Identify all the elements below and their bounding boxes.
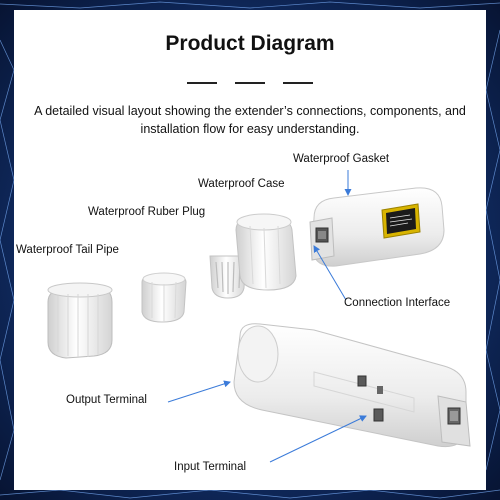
divider-dash [283, 82, 313, 84]
page-title: Product Diagram [165, 32, 335, 55]
gasket-unit-part [309, 187, 445, 267]
label-output-terminal: Output Terminal [66, 394, 147, 406]
label-input-terminal: Input Terminal [174, 461, 247, 473]
label-waterproof-gasket: Waterproof Gasket [293, 153, 390, 165]
waterproof-case-part [209, 213, 297, 299]
page-subtitle: A detailed visual layout showing the ext… [34, 104, 466, 136]
label-waterproof-rubber-plug: Waterproof Ruber Plug [88, 206, 206, 218]
divider-dash [187, 82, 217, 84]
gasket-label-plate [381, 203, 421, 239]
label-waterproof-case: Waterproof Case [198, 178, 285, 190]
pointer-arrows [167, 170, 367, 463]
input-terminal-arrow [269, 415, 367, 463]
title-divider [14, 82, 486, 84]
extender-body-part [233, 323, 471, 448]
diagram-card: Product Diagram A detailed visual layout… [14, 10, 486, 490]
label-connection-interface: Connection Interface [344, 297, 451, 309]
divider-dash [235, 82, 265, 84]
connection-interface-arrow [313, 245, 347, 301]
product-diagram [47, 170, 471, 463]
rubber-plug-part [141, 272, 187, 323]
tail-pipe-part [47, 282, 113, 359]
label-waterproof-tail-pipe: Waterproof Tail Pipe [16, 244, 119, 256]
output-terminal-arrow [167, 380, 231, 403]
